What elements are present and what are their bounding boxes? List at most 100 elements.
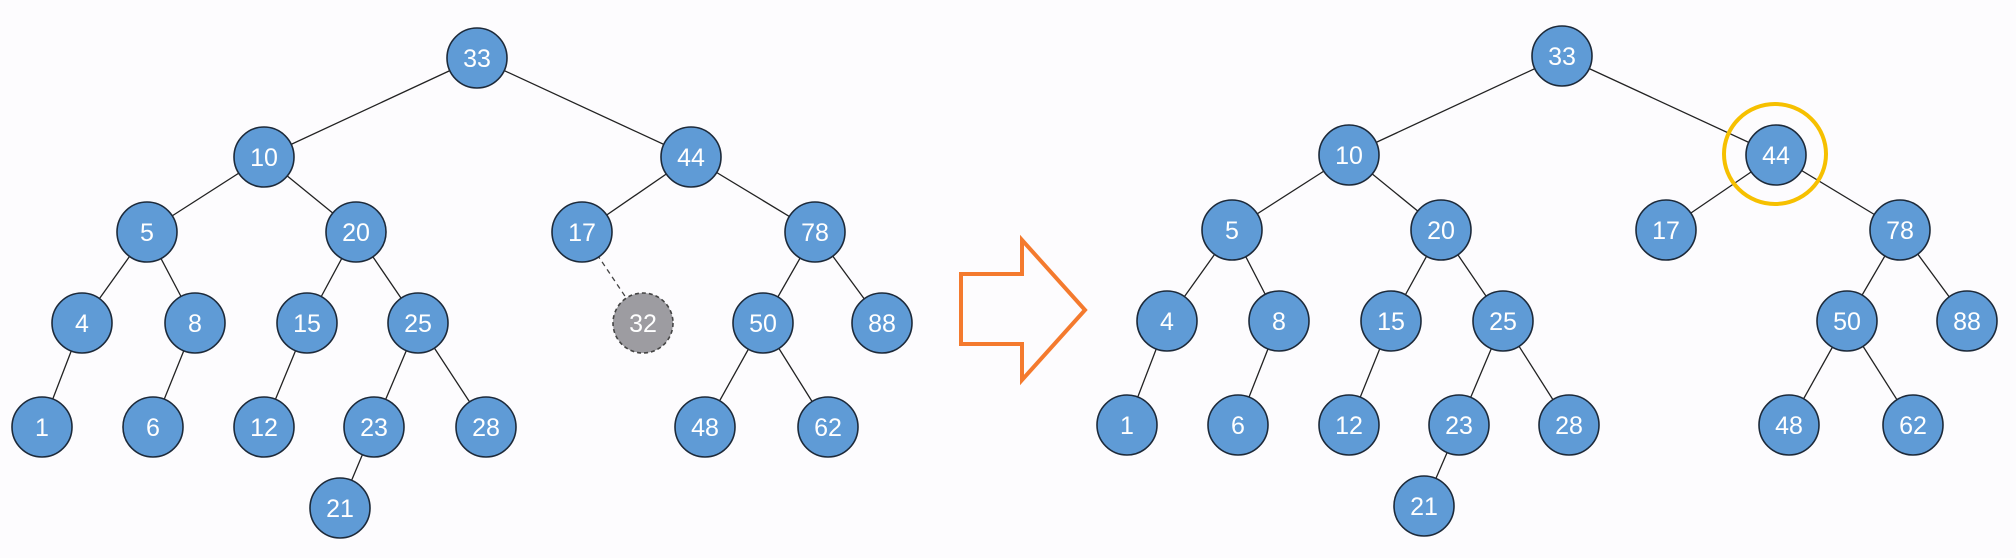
node-label: 6 (1231, 412, 1245, 440)
node-8: 8 (1248, 290, 1310, 352)
node-25: 25 (387, 292, 449, 354)
node-label: 21 (326, 495, 354, 523)
node-44: 44 (1745, 124, 1807, 186)
node-23: 23 (1428, 394, 1490, 456)
node-21: 21 (1393, 475, 1455, 537)
node-label: 17 (1652, 217, 1680, 245)
node-circle (51, 292, 113, 354)
node-25: 25 (1472, 290, 1534, 352)
node-circle (1758, 394, 1820, 456)
node-label: 20 (342, 219, 370, 247)
node-circle (1816, 290, 1878, 352)
node-6: 6 (1207, 394, 1269, 456)
node-label: 48 (1775, 412, 1803, 440)
node-circle (1869, 199, 1931, 261)
node-label: 1 (35, 414, 49, 442)
node-circle (1201, 199, 1263, 261)
node-circle (309, 477, 371, 539)
node-circle (233, 396, 295, 458)
node-21: 21 (309, 477, 371, 539)
node-28: 28 (455, 396, 517, 458)
node-label: 62 (814, 414, 842, 442)
node-label: 78 (801, 219, 829, 247)
edge-33-44 (1561, 55, 1777, 156)
node-label: 8 (188, 310, 202, 338)
node-10: 10 (233, 126, 295, 188)
node-label: 25 (404, 310, 432, 338)
node-label: 88 (868, 310, 896, 338)
node-78: 78 (784, 201, 846, 263)
node-17: 17 (551, 201, 613, 263)
node-label: 5 (1225, 217, 1239, 245)
node-circle (732, 292, 794, 354)
edge-33-10 (263, 57, 478, 158)
node-62: 62 (1882, 394, 1944, 456)
node-label: 33 (1548, 43, 1576, 71)
node-4: 4 (1136, 290, 1198, 352)
node-circle (233, 126, 295, 188)
node-label: 62 (1899, 412, 1927, 440)
node-circle (674, 396, 736, 458)
node-circle (1318, 124, 1380, 186)
node-circle (122, 396, 184, 458)
node-15: 15 (276, 292, 338, 354)
node-circle (455, 396, 517, 458)
node-label: 78 (1886, 217, 1914, 245)
node-48: 48 (1758, 394, 1820, 456)
node-12: 12 (233, 396, 295, 458)
node-circle (797, 396, 859, 458)
node-circle (325, 201, 387, 263)
node-20: 20 (325, 201, 387, 263)
node-15: 15 (1360, 290, 1422, 352)
node-10: 10 (1318, 124, 1380, 186)
node-88: 88 (1936, 290, 1998, 352)
node-50: 50 (1816, 290, 1878, 352)
node-circle (660, 126, 722, 188)
node-label: 6 (146, 414, 160, 442)
node-label: 32 (629, 310, 657, 338)
node-1: 1 (1096, 394, 1158, 456)
node-circle (1472, 290, 1534, 352)
removed-node-32: 32 (612, 292, 674, 354)
node-circle (1428, 394, 1490, 456)
node-50: 50 (732, 292, 794, 354)
node-circle (1538, 394, 1600, 456)
node-label: 44 (677, 144, 705, 172)
node-20: 20 (1410, 199, 1472, 261)
node-circle (276, 292, 338, 354)
node-circle (1248, 290, 1310, 352)
node-label: 23 (1445, 412, 1473, 440)
node-33: 33 (446, 27, 508, 89)
node-label: 25 (1489, 308, 1517, 336)
node-33: 33 (1531, 25, 1593, 87)
node-label: 10 (1335, 142, 1363, 170)
node-circle (784, 201, 846, 263)
node-label: 12 (250, 414, 278, 442)
node-label: 4 (1160, 308, 1174, 336)
node-label: 21 (1410, 493, 1438, 521)
node-circle (11, 396, 73, 458)
node-62: 62 (797, 396, 859, 458)
node-circle (1360, 290, 1422, 352)
node-1: 1 (11, 396, 73, 458)
node-label: 1 (1120, 412, 1134, 440)
node-label: 17 (568, 219, 596, 247)
node-circle (343, 396, 405, 458)
node-label: 48 (691, 414, 719, 442)
node-label: 5 (140, 219, 154, 247)
node-circle (551, 201, 613, 263)
node-44: 44 (660, 126, 722, 188)
node-5: 5 (116, 201, 178, 263)
node-5: 5 (1201, 199, 1263, 261)
node-4: 4 (51, 292, 113, 354)
node-circle (446, 27, 508, 89)
node-label: 33 (463, 45, 491, 73)
node-label: 15 (1377, 308, 1405, 336)
node-label: 50 (749, 310, 777, 338)
node-circle (1936, 290, 1998, 352)
node-78: 78 (1869, 199, 1931, 261)
node-circle (116, 201, 178, 263)
node-17: 17 (1635, 199, 1697, 261)
